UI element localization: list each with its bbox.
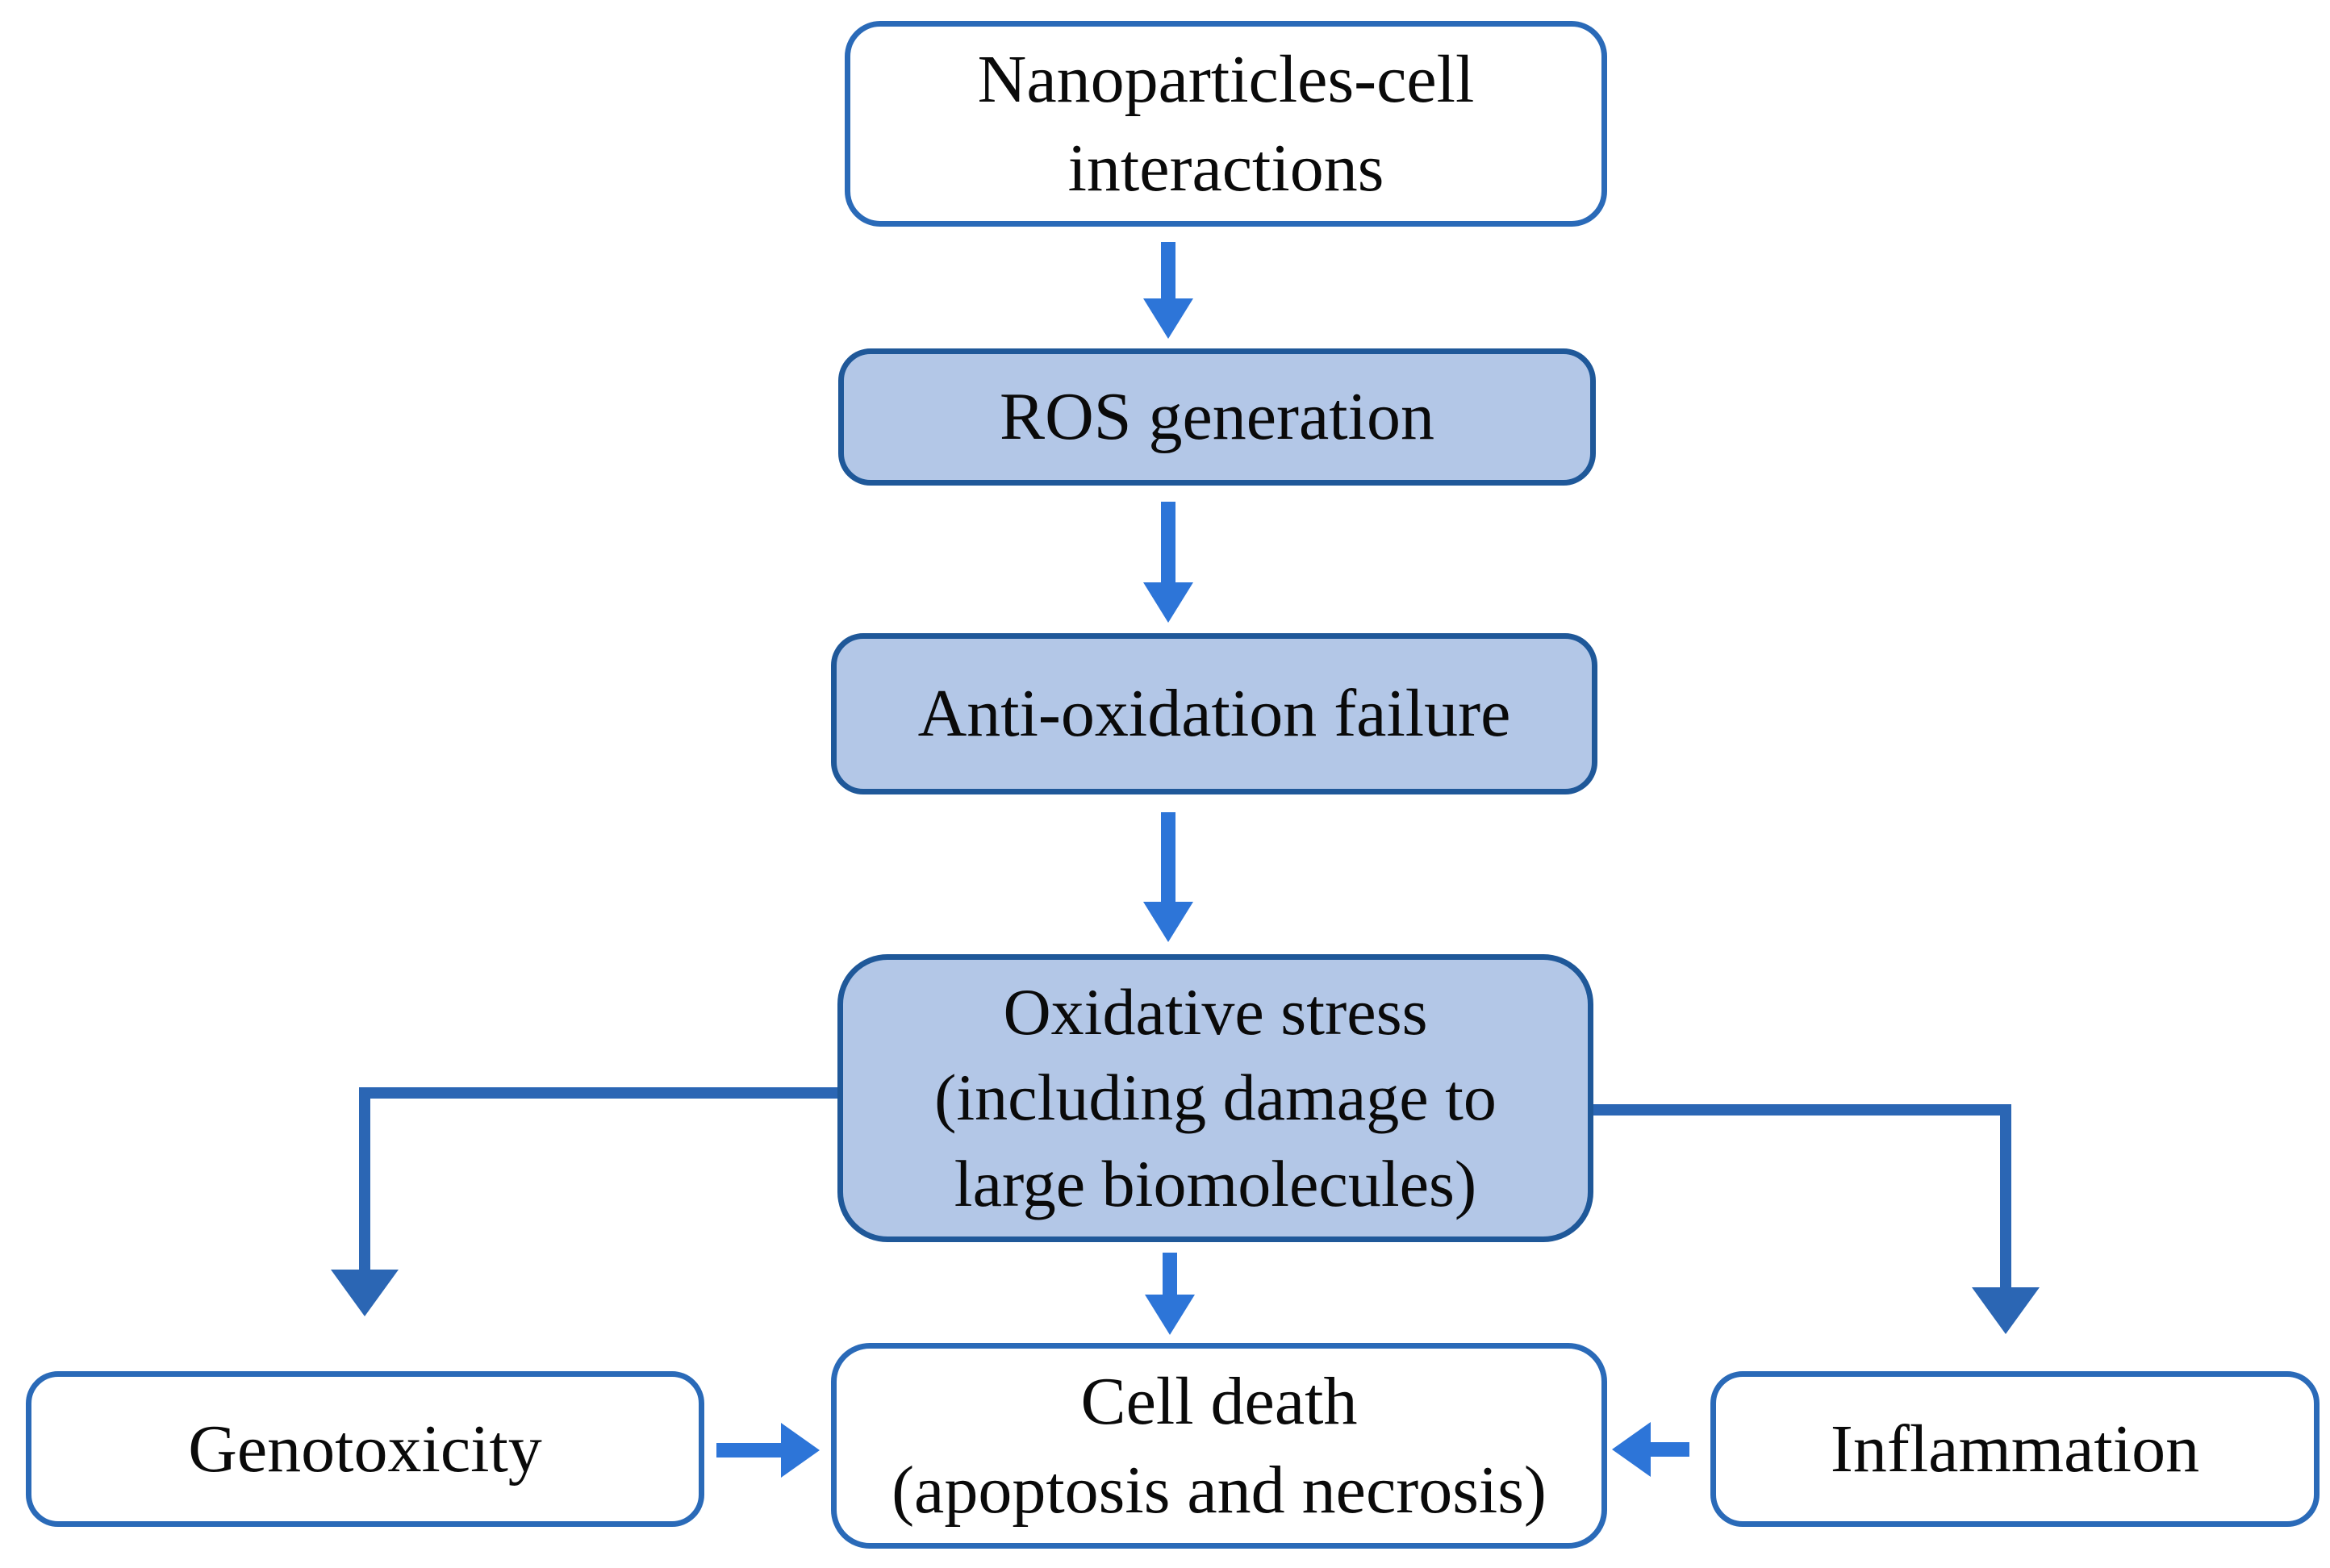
node-label-line: interactions — [1067, 130, 1384, 206]
arrow-oxidative-to-celldeath — [1145, 1253, 1195, 1335]
arrow-genotoxicity-to-celldeath — [716, 1423, 820, 1478]
node-ros-generation: ROS generation — [838, 348, 1596, 486]
node-label-line: Oxidative stress — [1003, 974, 1428, 1049]
arrow-oxidative-to-inflammation — [1592, 1104, 2040, 1334]
node-label-line: Nanoparticles-cell — [977, 42, 1475, 118]
node-label-line: Genotoxicity — [188, 1411, 542, 1487]
node-oxidative-stress: Oxidative stress (including damage to la… — [837, 954, 1593, 1242]
node-cell-death: Cell death (apoptosis and necrosis) — [831, 1343, 1607, 1549]
arrow-ros-to-anti — [1143, 502, 1193, 623]
node-label-line: Cell death — [1080, 1364, 1358, 1440]
arrow-inflammation-to-celldeath — [1612, 1422, 1689, 1477]
node-label-line: (including damage to — [934, 1061, 1497, 1135]
node-genotoxicity: Genotoxicity — [26, 1371, 704, 1527]
node-label-line: ROS generation — [1000, 379, 1434, 455]
node-label-line: Inflammation — [1830, 1411, 2200, 1487]
node-label-line: Anti-oxidation failure — [917, 676, 1511, 752]
node-nanoparticles-cell-interactions: Nanoparticles-cell interactions — [845, 21, 1607, 227]
node-label-line: large biomolecules) — [954, 1146, 1477, 1220]
node-inflammation: Inflammation — [1710, 1371, 2320, 1527]
node-label-line: (apoptosis and necrosis) — [891, 1452, 1547, 1528]
arrow-anti-to-oxidative — [1143, 812, 1193, 942]
node-anti-oxidation-failure: Anti-oxidation failure — [831, 633, 1597, 794]
arrow-oxidative-to-genotoxicity — [331, 1087, 839, 1316]
arrow-nano-to-ros — [1143, 242, 1193, 339]
